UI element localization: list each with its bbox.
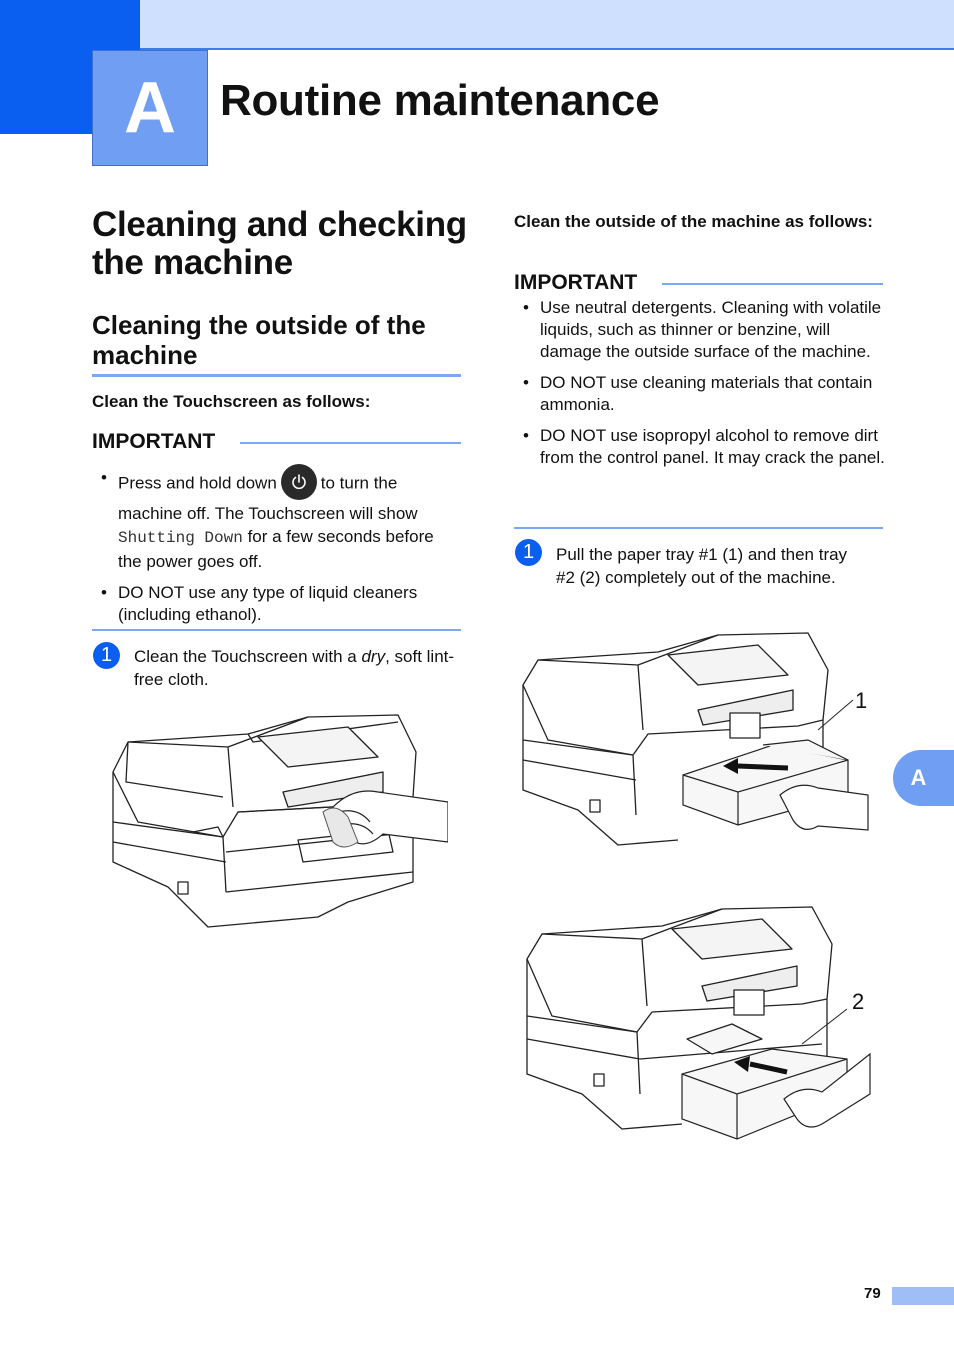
- section-heading: Cleaning and checking the machine: [92, 205, 467, 282]
- important-label: IMPORTANT: [92, 430, 216, 453]
- important-end-rule: [92, 629, 461, 631]
- printer-tray1-illustration: 1: [522, 632, 869, 846]
- chapter-title: Routine maintenance: [220, 76, 660, 125]
- step-number-icon: 1: [93, 642, 120, 669]
- callout-2: 2: [852, 989, 864, 1014]
- callout-1: 1: [855, 688, 867, 713]
- chapter-letter: A: [124, 68, 176, 148]
- important-label: IMPORTANT: [514, 271, 638, 294]
- chapter-letter-box: A: [92, 50, 208, 166]
- power-icon: [280, 464, 317, 500]
- touchscreen-subheading: Clean the Touchscreen as follows:: [92, 392, 371, 411]
- step-text-part: Clean the Touchscreen with a: [134, 647, 357, 666]
- list-item: DO NOT use cleaning materials that conta…: [514, 372, 886, 416]
- page-number: 79: [864, 1285, 881, 1302]
- header-band: [140, 0, 954, 50]
- step-text-emphasis: dry: [361, 647, 386, 666]
- step-text: Clean the Touchscreen with a dry, soft l…: [134, 645, 464, 691]
- bullet-text: to turn the machine off. The Touchscreen…: [118, 473, 418, 523]
- subsection-heading: Cleaning the outside of the machine: [92, 310, 426, 370]
- step-text-part: , soft lint-free cloth.: [134, 647, 455, 689]
- list-item: Use neutral detergents. Cleaning with vo…: [514, 297, 886, 363]
- important-rule: [662, 283, 883, 285]
- list-item: DO NOT use isopropyl alcohol to remove d…: [514, 425, 886, 469]
- printer-tray2-illustration: 2: [526, 906, 871, 1140]
- bullet-text: Press and hold down: [118, 473, 277, 493]
- printer-cleaning-illustration: [112, 714, 448, 928]
- subsection-rule: [92, 374, 461, 377]
- lcd-message: Shutting Down: [118, 529, 243, 547]
- page-number-bar: [892, 1287, 954, 1305]
- bullet-text: for a few seconds before the power goes …: [118, 527, 434, 571]
- important-rule: [240, 442, 461, 444]
- chapter-side-tab: A: [893, 750, 954, 806]
- step-text: Pull the paper tray #1 (1) and then tray…: [556, 545, 848, 587]
- outside-subheading: Clean the outside of the machine as foll…: [514, 212, 873, 231]
- list-item: DO NOT use any type of liquid cleaners (…: [92, 582, 462, 626]
- important-end-rule: [514, 527, 883, 529]
- step-number-icon: 1: [515, 539, 542, 566]
- important-list: Use neutral detergents. Cleaning with vo…: [514, 297, 886, 478]
